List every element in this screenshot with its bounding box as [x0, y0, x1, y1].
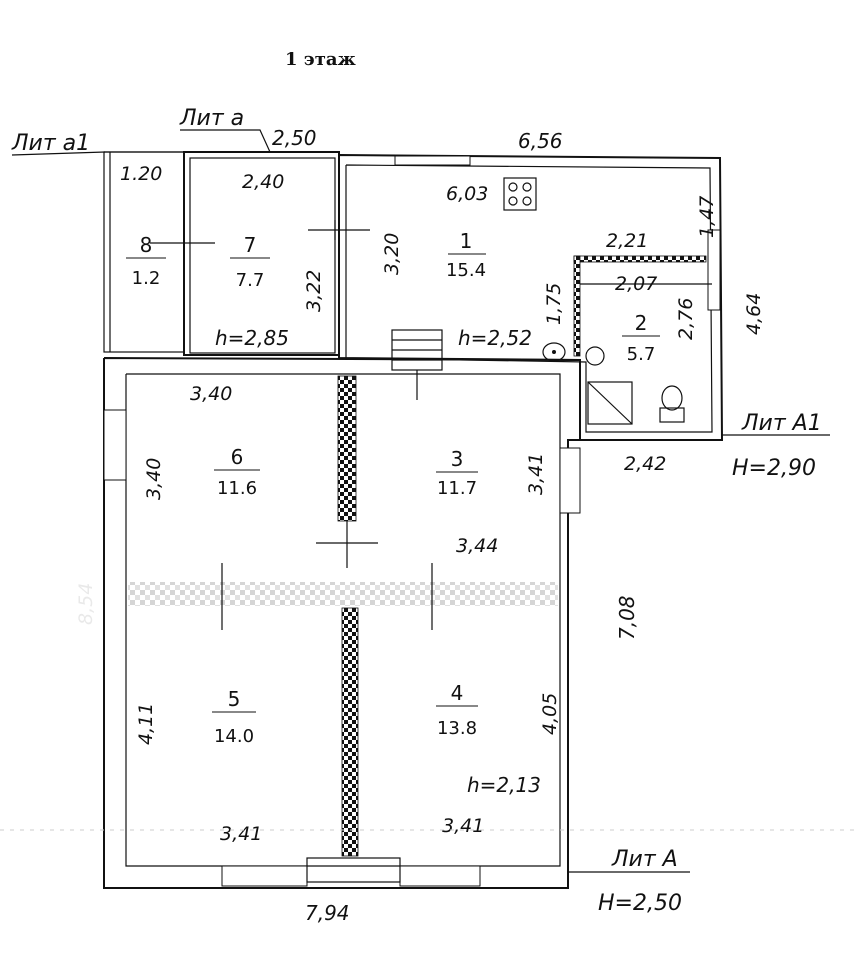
dim-1-75: 1,75 — [543, 283, 565, 325]
room-number: 4 — [451, 681, 464, 705]
dim-3-41-bottom-left: 3,41 — [220, 823, 262, 845]
litera-a-label: Лит а — [179, 106, 244, 131]
room-area: 7.7 — [236, 270, 265, 291]
room-number: 2 — [635, 311, 648, 335]
litera-A1-height: H=2,90 — [732, 456, 816, 481]
room-number: 7 — [244, 233, 257, 257]
dim-3-40-side: 3,40 — [143, 458, 165, 500]
room-number: 8 — [140, 233, 153, 257]
litera-a: Лит а — [179, 106, 271, 153]
litera-A1-tag: Лит А1 H=2,90 — [722, 411, 830, 481]
dim-4-64: 4,64 — [743, 293, 765, 335]
height-room-7: h=2,85 — [215, 326, 289, 350]
room-number: 6 — [231, 445, 244, 469]
dim-3-20: 3,20 — [381, 233, 403, 275]
room-area: 5.7 — [627, 344, 656, 365]
litera-A-tag: Лит А H=2,50 — [568, 847, 690, 916]
block-lit-A1 — [338, 154, 724, 441]
height-room-4: h=2,13 — [467, 773, 541, 797]
dim-2-40: 2,40 — [242, 171, 284, 193]
floor-title: 1 этаж — [285, 49, 356, 70]
room-label-4: 4 13.8 — [436, 681, 478, 739]
room-number: 3 — [451, 447, 464, 471]
height-room-1: h=2,52 — [458, 326, 532, 350]
room-area: 1.2 — [132, 268, 161, 289]
room-label-5: 5 14.0 — [212, 687, 256, 747]
room-area: 15.4 — [446, 260, 486, 281]
room-label-3: 3 11.7 — [436, 447, 478, 499]
room-label-2: 2 5.7 — [622, 311, 660, 365]
room-label-6: 6 11.6 — [214, 445, 260, 499]
dim-2-76: 2,76 — [675, 298, 697, 340]
room-number: 1 — [460, 229, 473, 253]
dim-4-05: 4,05 — [539, 693, 561, 735]
litera-A-label: Лит А — [611, 847, 678, 872]
dim-2-50: 2,50 — [272, 126, 317, 150]
dim-1-47: 1,47 — [696, 196, 718, 238]
room-number: 5 — [228, 687, 241, 711]
dim-3-40-top: 3,40 — [190, 383, 232, 405]
litera-a1-top: Лит а1 — [11, 131, 106, 156]
dim-6-03: 6,03 — [446, 183, 488, 205]
room-label-1: 1 15.4 — [446, 229, 486, 281]
room-label-7: 7 7.7 — [230, 233, 270, 291]
dim-8-54: 8,54 — [75, 583, 97, 625]
dim-3-44: 3,44 — [456, 535, 498, 557]
dim-1-20: 1.20 — [120, 163, 162, 185]
room-area: 13.8 — [437, 718, 477, 739]
dim-3-41-side: 3,41 — [525, 453, 547, 495]
dim-2-21: 2,21 — [606, 230, 648, 252]
litera-a1-top-label: Лит а1 — [11, 131, 90, 156]
block-lit-A — [103, 357, 581, 889]
dim-6-56: 6,56 — [518, 129, 563, 153]
room-label-8: 8 1.2 — [126, 233, 166, 289]
dim-7-94: 7,94 — [305, 901, 350, 925]
litera-A-height: H=2,50 — [598, 891, 682, 916]
dim-3-41-bottom-right: 3,41 — [442, 815, 484, 837]
room-area: 11.7 — [437, 478, 477, 499]
dim-4-11: 4,11 — [135, 703, 157, 745]
room-area: 11.6 — [217, 478, 257, 499]
dim-2-42: 2,42 — [624, 453, 666, 475]
dim-3-22: 3,22 — [303, 270, 325, 312]
dim-7-08: 7,08 — [615, 595, 639, 640]
room-area: 14.0 — [214, 726, 254, 747]
litera-A1-label: Лит А1 — [741, 411, 822, 436]
